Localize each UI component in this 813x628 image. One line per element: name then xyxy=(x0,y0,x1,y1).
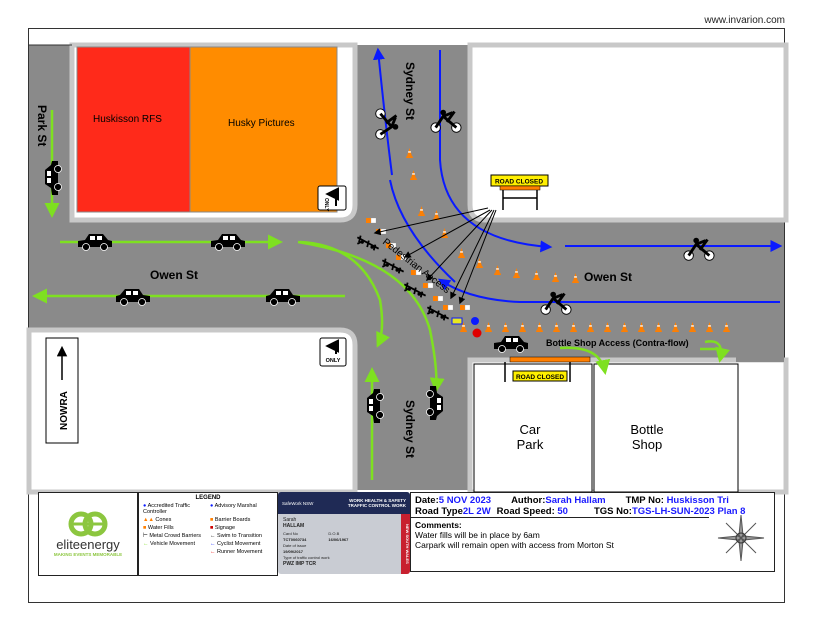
card-issue-date: 19/09/2017 xyxy=(283,549,304,554)
card-work-type: PWZ IMP TCR xyxy=(283,561,316,567)
bottle-shop-driveway xyxy=(736,330,784,362)
left-turn-only-sign-top: ONLY xyxy=(317,185,347,212)
elite-energy-logo: eliteenergy MAKING EVENTS MEMORABLE xyxy=(38,492,138,576)
building-bottle-shop xyxy=(593,363,739,493)
building-car-park xyxy=(473,363,593,493)
plan-info-block: Date:5 NOV 2023 Author:Sarah Hallam TMP … xyxy=(410,492,775,572)
legend-cones: ▲▲ Cones xyxy=(143,517,172,523)
plan-date: 5 NOV 2023 xyxy=(438,495,492,506)
legend-water-fills: ■ Water Fills xyxy=(143,525,174,531)
street-park: Park St xyxy=(35,105,49,146)
legend-swim: ← Swim to Transition xyxy=(210,533,262,539)
street-owen-right: Owen St xyxy=(584,270,632,284)
road-closed-text: ROAD CLOSED xyxy=(516,374,564,381)
card-number: TCT0060734 xyxy=(283,537,307,542)
card-first-name: Sarah xyxy=(283,517,297,523)
traffic-controller xyxy=(451,317,482,338)
left-turn-only-sign-bottom: ONLY xyxy=(319,337,347,367)
legend-cyclist: ← Cyclist Movement xyxy=(210,541,261,547)
comment-line: Water fills will be in place by 6am xyxy=(415,530,540,540)
road-closed-sign-bottom: ROAD CLOSED xyxy=(504,356,591,382)
tgs-number: TGS-LH-SUN-2023 Plan 8 xyxy=(631,506,746,517)
legend-vehicle: ← Vehicle Movement xyxy=(143,541,195,547)
bottle-shop-label: Bottle xyxy=(630,422,663,437)
signage-pointers xyxy=(373,207,497,305)
legend-crowd-barriers: ⊢ Metal Crowd Barriers xyxy=(143,533,201,539)
only-text: ONLY xyxy=(323,198,329,212)
site-url: www.invarion.com xyxy=(704,15,785,26)
cyclist-movement-arrows xyxy=(372,47,783,303)
card-last-name: HALLAM xyxy=(283,523,305,529)
bottle-shop-access-label: Bottle Shop Access (Contra-flow) xyxy=(546,338,689,348)
street-owen-left: Owen St xyxy=(150,268,198,282)
road-closed-sign-top: ROAD CLOSED xyxy=(490,174,549,210)
logo-tagline: MAKING EVENTS MEMORABLE xyxy=(53,552,123,557)
tmp-number: Huskisson Tri xyxy=(666,495,729,506)
legend: LEGEND ● Accredited Traffic Controller ●… xyxy=(138,492,278,576)
plan-author: Sarah Hallam xyxy=(545,495,606,506)
north-compass-icon xyxy=(717,514,765,562)
road-type: 2L 2W xyxy=(462,506,491,517)
street-sydney-bottom: Sydney St xyxy=(403,400,417,458)
logo-mark-icon xyxy=(68,511,108,537)
card-title-1: WORK HEALTH & SAFETY xyxy=(349,498,406,503)
road-closed-text: ROAD CLOSED xyxy=(495,179,543,186)
car-park-label-2: Park xyxy=(517,437,544,452)
card-title-2: TRAFFIC CONTROL WORK xyxy=(347,503,406,508)
comments-label: Comments: xyxy=(415,520,462,530)
legend-traffic-controller: ● Accredited Traffic Controller xyxy=(143,503,190,515)
card-dob: 16/06/1967 xyxy=(328,537,349,542)
building-rfs-label: Huskisson RFS xyxy=(93,114,162,125)
building-husky-pictures xyxy=(189,46,338,213)
bottle-shop-label-2: Shop xyxy=(632,437,662,452)
card-agency: SafeWork NSW xyxy=(282,500,314,506)
legend-barrier-boards: ■ Barrier Boards xyxy=(210,517,251,523)
nowra-text: NOWRA xyxy=(59,391,70,430)
card-state: NEW SOUTH WALES xyxy=(401,514,410,574)
road-speed: 50 xyxy=(557,506,568,517)
legend-runner: ← Runner Movement xyxy=(210,549,263,555)
street-sydney-top: Sydney St xyxy=(403,62,417,120)
legend-title: LEGEND xyxy=(195,495,221,501)
building-rfs xyxy=(76,46,191,213)
plan-frame xyxy=(28,28,785,603)
building-pictures-label: Husky Pictures xyxy=(228,118,295,129)
legend-advisory-marshal: ● Advisory Marshal xyxy=(210,503,257,509)
nowra-direction-sign: NOWRA xyxy=(45,337,79,444)
comment-line: Carpark will remain open with access fro… xyxy=(415,540,614,550)
legend-signage: ■ Signage xyxy=(210,525,236,531)
car-park-label: Car xyxy=(520,422,542,437)
logo-name: eliteenergy xyxy=(56,537,120,552)
only-text: ONLY xyxy=(326,358,341,364)
